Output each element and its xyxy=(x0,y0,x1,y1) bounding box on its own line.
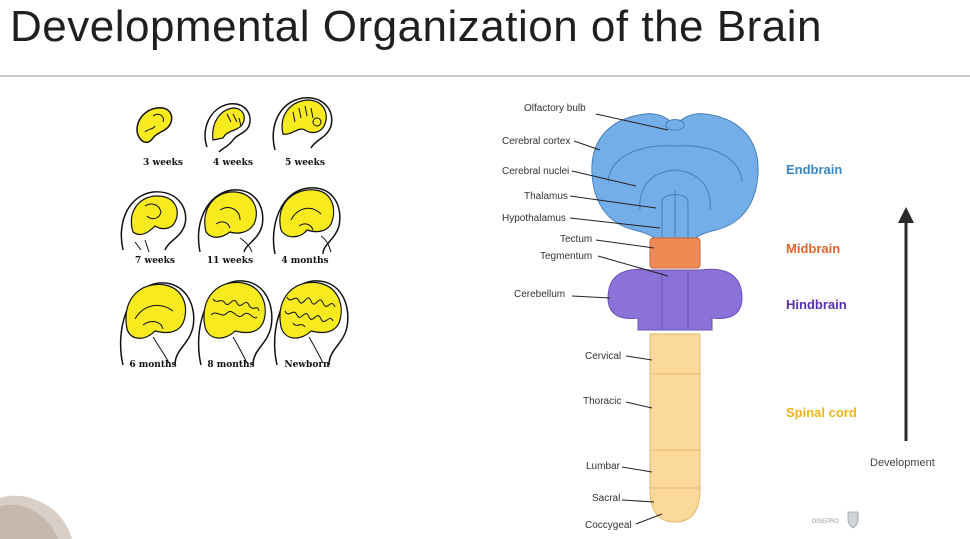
svg-text:Sacral: Sacral xyxy=(592,493,620,504)
embryo-stage-label: 6 months xyxy=(129,360,177,370)
embryo-stage-4-months: 4 months xyxy=(265,180,345,275)
region-label-endbrain: Endbrain xyxy=(786,162,842,177)
shield-logo-icon xyxy=(847,511,859,529)
label-sacral: Sacral xyxy=(592,493,655,504)
presenter-figure xyxy=(0,495,72,539)
embryo-illustration xyxy=(272,97,333,151)
svg-text:Cerebral cortex: Cerebral cortex xyxy=(502,136,570,147)
embryo-illustration xyxy=(204,103,251,153)
svg-text:Lumbar: Lumbar xyxy=(586,461,621,472)
region-label-midbrain: Midbrain xyxy=(786,241,840,256)
hindbrain-shape xyxy=(607,268,743,331)
embryo-stage-4-weeks: 4 weeks xyxy=(193,92,273,187)
slide-title: Developmental Organization of the Brain xyxy=(10,2,822,51)
svg-text:Cervical: Cervical xyxy=(585,351,621,362)
embryo-stage-label: 11 weeks xyxy=(206,256,254,266)
svg-text:Olfactory bulb: Olfactory bulb xyxy=(524,103,586,114)
embryo-stage-newborn: Newborn xyxy=(267,275,349,370)
svg-text:Thoracic: Thoracic xyxy=(583,396,621,407)
embryo-illustration xyxy=(120,191,187,253)
embryo-stage-label: 3 weeks xyxy=(143,158,183,168)
svg-text:Thalamus: Thalamus xyxy=(524,191,568,202)
label-hypothalamus: Hypothalamus xyxy=(502,213,661,229)
development-label: Development xyxy=(870,457,935,469)
embryo-stage-label: Newborn xyxy=(284,360,330,370)
svg-text:Tegmentum: Tegmentum xyxy=(540,251,592,262)
embryo-illustration xyxy=(272,187,341,255)
embryo-stage-7-weeks: 7 weeks xyxy=(115,180,195,275)
embryo-stage-label: 5 weeks xyxy=(285,158,325,168)
svg-text:Hypothalamus: Hypothalamus xyxy=(502,213,566,224)
embryo-illustration xyxy=(136,107,173,144)
svg-text:Cerebral nuclei: Cerebral nuclei xyxy=(502,166,569,177)
label-coccygeal: Coccygeal xyxy=(585,513,663,530)
brain-regions-diagram: Olfactory bulb Cerebral cortex Cerebral … xyxy=(502,103,857,530)
embryo-stage-3-weeks: 3 weeks xyxy=(123,92,203,187)
embryo-illustration xyxy=(197,189,264,253)
label-tegmentum: Tegmentum xyxy=(540,251,669,277)
label-thalamus: Thalamus xyxy=(524,191,657,209)
embryo-stage-label: 7 weeks xyxy=(135,256,175,266)
embryo-illustration xyxy=(197,280,273,366)
midbrain-shape xyxy=(649,237,701,269)
svg-text:Tectum: Tectum xyxy=(560,234,592,245)
embryo-stage-5-weeks: 5 weeks xyxy=(265,92,345,187)
spinal-cord-shape xyxy=(649,333,701,523)
region-label-spinal-cord: Spinal cord xyxy=(786,405,857,420)
label-cerebellum: Cerebellum xyxy=(514,289,611,300)
logo-text: DISEPRO xyxy=(812,519,840,525)
region-label-hindbrain: Hindbrain xyxy=(786,297,847,312)
label-cerebral-cortex: Cerebral cortex xyxy=(502,136,601,151)
embryo-illustration xyxy=(273,280,349,366)
label-thoracic: Thoracic xyxy=(583,396,653,409)
embryo-stage-11-weeks: 11 weeks xyxy=(190,180,270,275)
embryo-stages-figure: 3 weeks 4 weeks 5 weeks 7 weeks xyxy=(105,92,355,387)
embryo-stage-label: 4 weeks xyxy=(213,158,253,168)
embryo-stage-label: 4 months xyxy=(281,256,329,266)
title-divider xyxy=(0,75,970,77)
embryo-stage-6-months: 6 months xyxy=(113,275,195,370)
label-cerebral-nuclei: Cerebral nuclei xyxy=(502,166,637,187)
label-cervical: Cervical xyxy=(585,351,653,362)
endbrain-shape xyxy=(591,113,759,249)
embryo-stage-8-months: 8 months xyxy=(191,275,273,370)
svg-text:Cerebellum: Cerebellum xyxy=(514,289,565,300)
svg-text:Coccygeal: Coccygeal xyxy=(585,520,632,530)
embryo-stage-label: 8 months xyxy=(207,360,255,370)
label-tectum: Tectum xyxy=(560,234,655,249)
label-lumbar: Lumbar xyxy=(586,461,653,473)
up-arrow-icon xyxy=(898,207,914,441)
embryo-illustration xyxy=(119,282,195,366)
label-olfactory-bulb: Olfactory bulb xyxy=(524,103,669,131)
